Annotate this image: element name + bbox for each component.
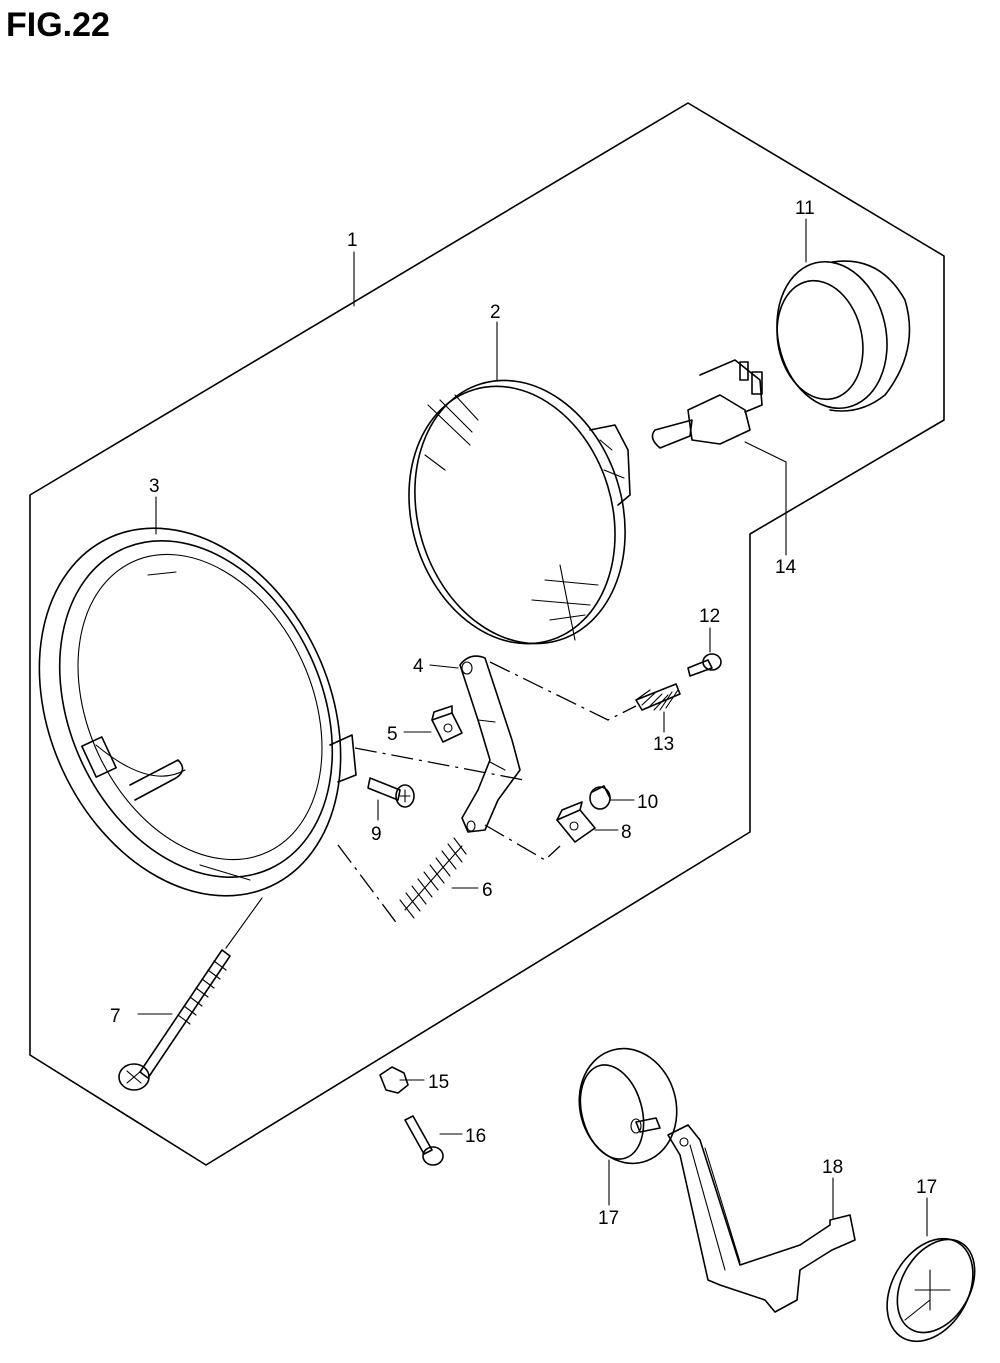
bush-10 (589, 785, 611, 810)
callout-14: 14 (775, 557, 797, 578)
reflector-17-left (578, 1047, 678, 1165)
callout-2: 2 (490, 302, 501, 323)
callout-16: 16 (465, 1126, 486, 1147)
callout-1: 1 (347, 230, 358, 251)
spring-6 (399, 837, 467, 919)
callout-5: 5 (387, 724, 398, 745)
callout-4: 4 (413, 656, 424, 677)
figure-title: FIG.22 (6, 6, 110, 44)
callout-17-right: 17 (916, 1177, 937, 1198)
adjusting-bracket (459, 655, 521, 833)
reflector-17-right (886, 1237, 976, 1343)
callout-3: 3 (149, 476, 160, 497)
assembly-outline (29, 102, 945, 1166)
sealed-beam-unit (408, 379, 631, 645)
callout-numbers: 1 2 3 4 5 6 7 8 9 10 11 12 13 14 15 16 1… (110, 198, 937, 1229)
callout-8: 8 (621, 822, 632, 843)
callout-7: 7 (110, 1006, 121, 1027)
callout-17-left: 17 (598, 1208, 619, 1229)
screw-12 (687, 653, 722, 677)
adjusting-screw-7 (118, 897, 263, 1091)
spring-13 (635, 683, 681, 711)
square-nut-8 (556, 801, 596, 843)
headlamp-rim (38, 527, 357, 897)
square-nut-5 (431, 705, 463, 743)
socket-cover (776, 260, 911, 412)
callout-10: 10 (637, 792, 658, 813)
callout-13: 13 (653, 734, 674, 755)
leader-lines (137, 218, 928, 1237)
callout-9: 9 (371, 824, 382, 845)
callout-15: 15 (428, 1072, 449, 1093)
nut-15 (379, 1066, 409, 1094)
assembly-lines (337, 661, 637, 926)
bolt-16 (404, 1115, 444, 1166)
screw-9 (367, 777, 415, 808)
reflector-bracket-18 (667, 1124, 856, 1313)
headlamp-bulb (651, 359, 763, 449)
callout-6: 6 (482, 880, 493, 901)
callout-18: 18 (822, 1157, 843, 1178)
callout-12: 12 (699, 606, 720, 627)
callout-11: 11 (795, 198, 815, 219)
